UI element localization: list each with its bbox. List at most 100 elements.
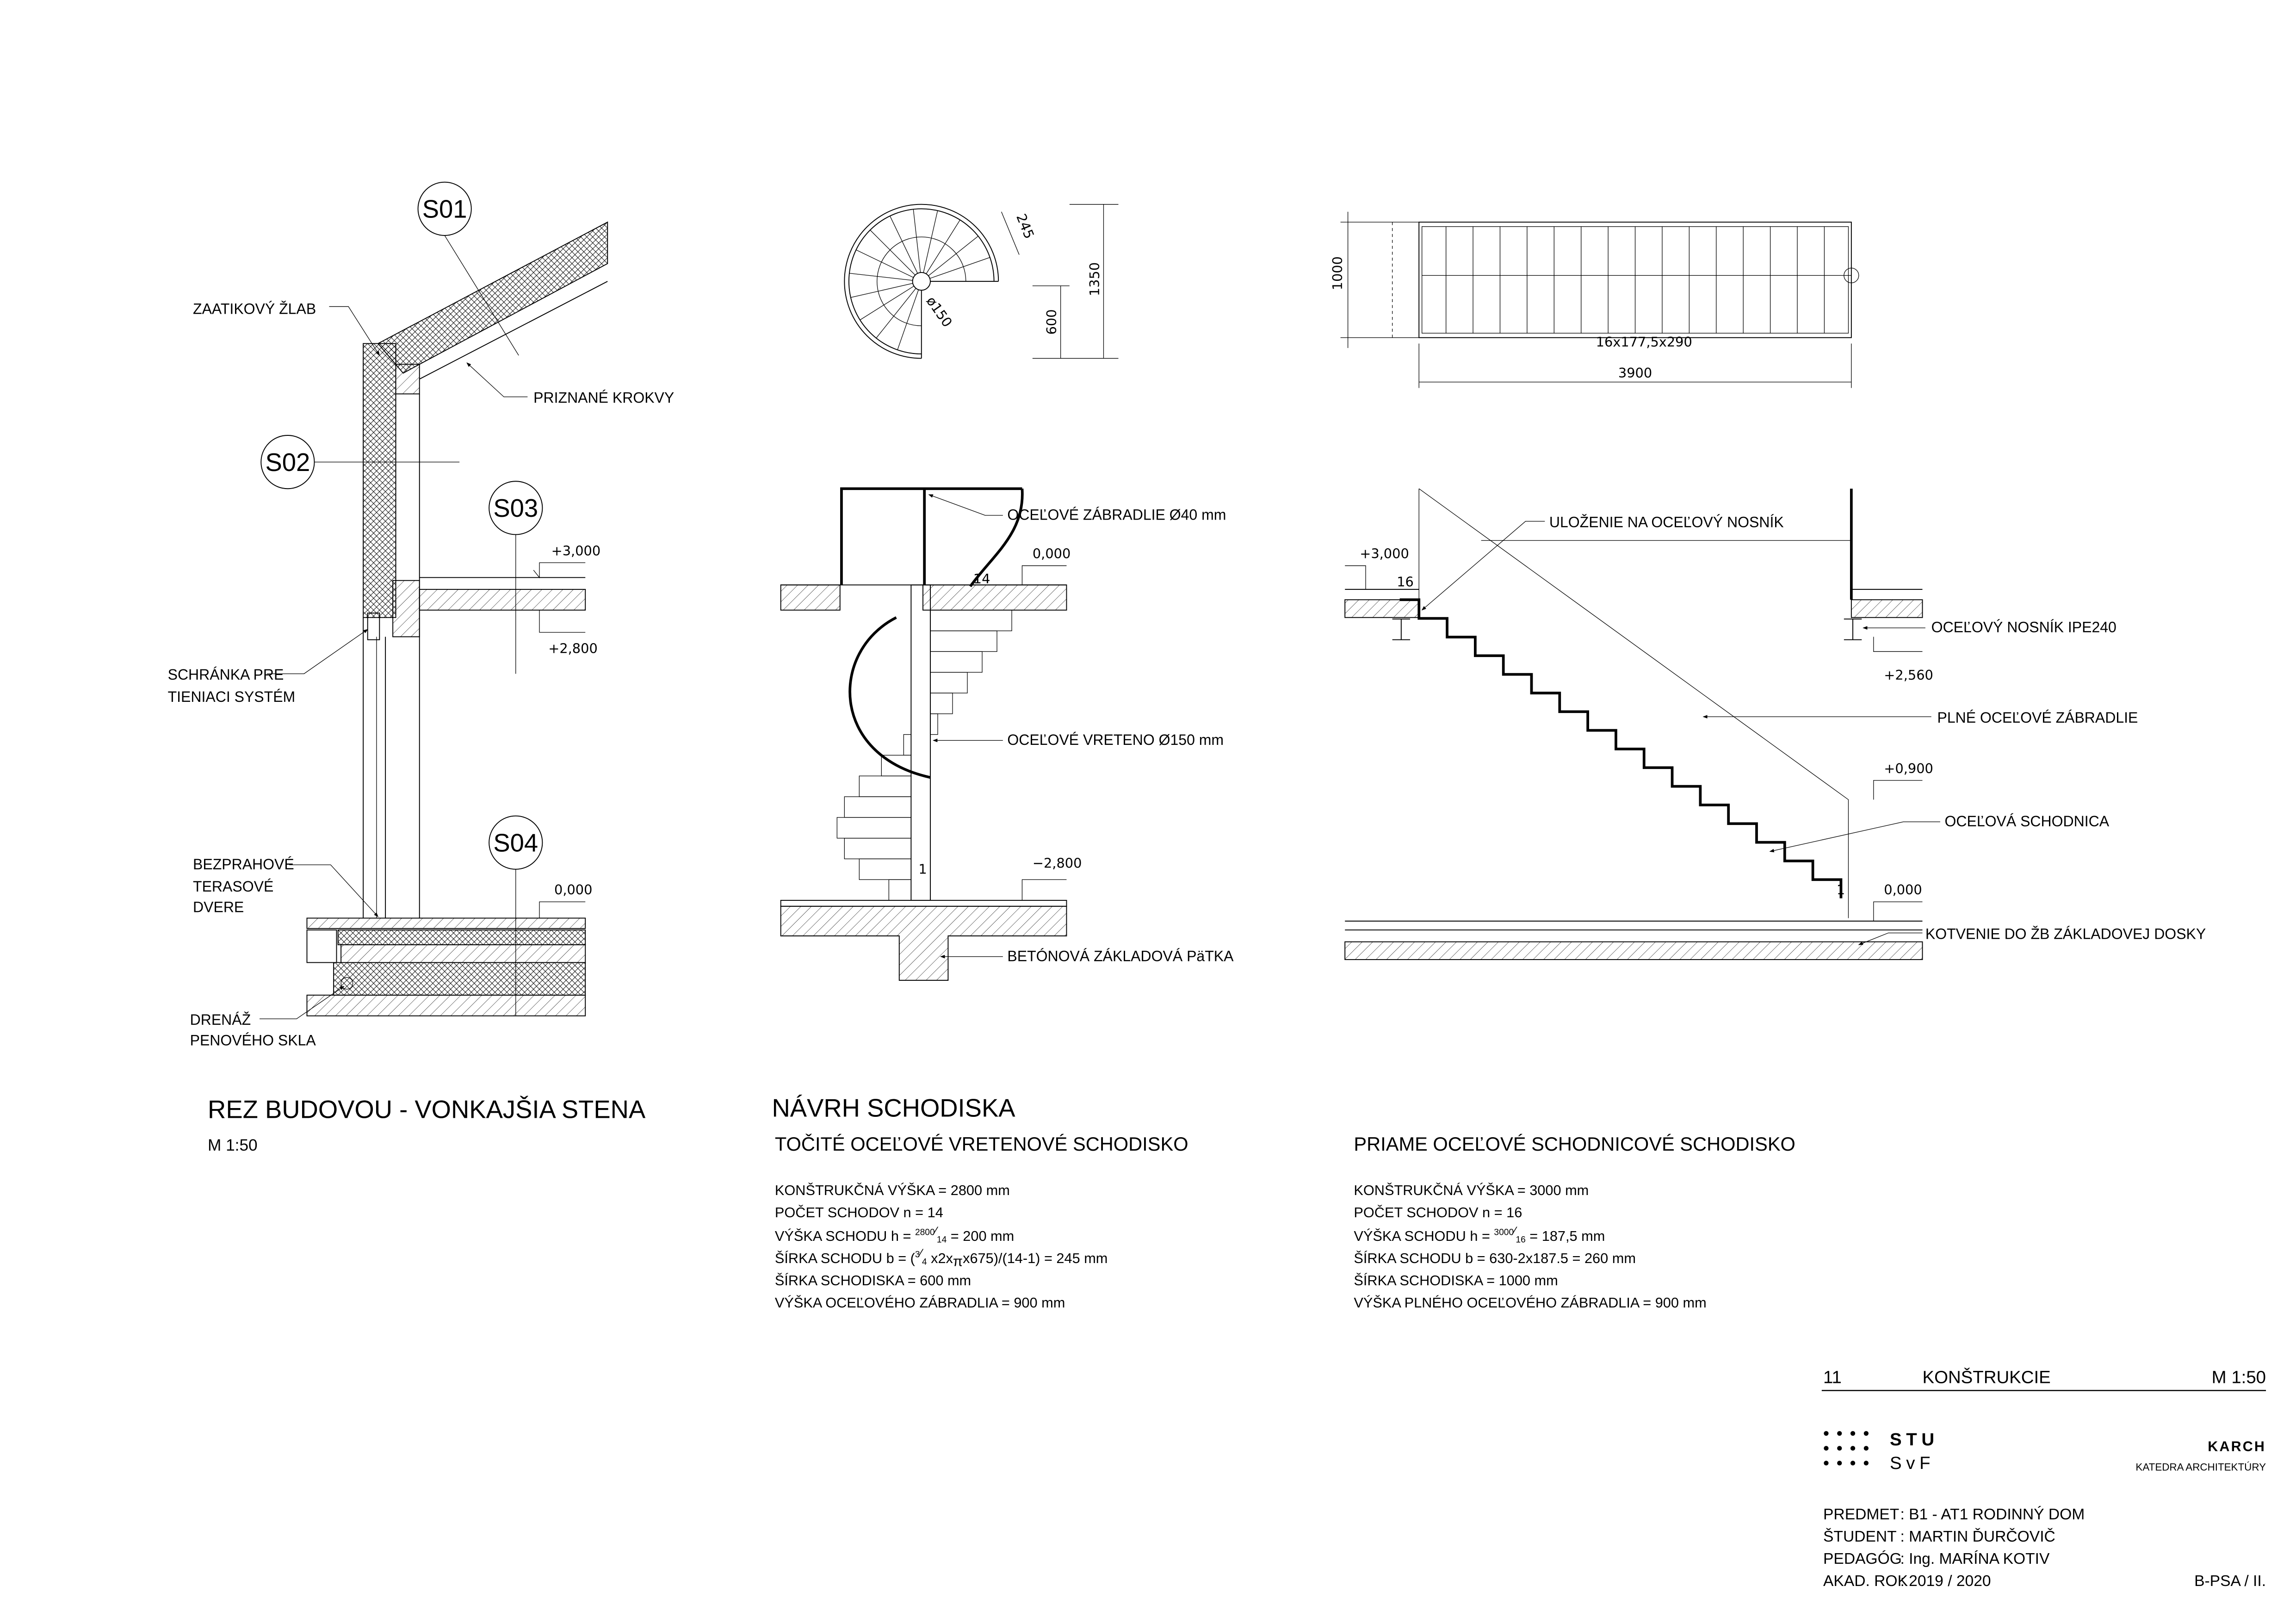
level-top: 0,000 xyxy=(1033,546,1071,562)
label-railing: OCEĽOVÉ ZÁBRADLIE Ø40 mm xyxy=(1007,506,1226,523)
floor-slab xyxy=(419,588,586,611)
info-label: PREDMET xyxy=(1823,1506,1899,1523)
label-footing: BETÓNOVÁ ZÁKLADOVÁ PäTKA xyxy=(1007,948,1234,964)
label-blind-box-2: TIENIACI SYSTÉM xyxy=(168,688,296,705)
tread-line xyxy=(913,209,921,273)
spiral-step xyxy=(844,796,912,818)
label-anchor: KOTVENIE DO ŽB ZÁKLADOVEJ DOSKY xyxy=(1925,925,2206,942)
straight-stair-specs: KONŠTRUKČNÁ VÝŠKA = 3000 mm POČET SCHODO… xyxy=(1354,1182,1706,1311)
department: KATEDRA ARCHITEKTÚRY xyxy=(2135,1461,2266,1473)
concrete-footing xyxy=(780,905,1067,981)
level-beam: +2,560 xyxy=(1884,667,1933,683)
spiral-step xyxy=(930,713,938,735)
logo-dot xyxy=(1850,1461,1856,1466)
logo-dot xyxy=(1837,1461,1842,1466)
wall-section: S01 S02 S03 S04 ZAATIKOVÝ ŽLAB PRIZNANÉ … xyxy=(168,181,674,1154)
spiral-stair-plan: 245 ø150 600 1350 xyxy=(844,204,1119,359)
tread-line xyxy=(876,288,916,339)
level-rail: +0,900 xyxy=(1884,761,1933,776)
logo-dot xyxy=(1863,1446,1869,1451)
tread-line xyxy=(928,235,978,276)
tread-line xyxy=(923,211,938,273)
straight-stair-title: PRIAME OCEĽOVÉ SCHODNICOVÉ SCHODISKO xyxy=(1354,1133,1795,1155)
tread-line xyxy=(929,257,990,279)
label-gutter: ZAATIKOVÝ ŽLAB xyxy=(193,301,316,317)
department-short: KARCH xyxy=(2208,1439,2266,1455)
svg-text:S03: S03 xyxy=(493,494,538,522)
steel-stringer xyxy=(1399,598,1843,898)
svg-text:ŠÍRKA SCHODU b = 630-2x187.5 =: ŠÍRKA SCHODU b = 630-2x187.5 = 260 mm xyxy=(1354,1250,1636,1266)
sheet-number: 11 xyxy=(1823,1367,1842,1387)
logo-stu: STU xyxy=(1890,1430,1939,1450)
spiral-step xyxy=(859,775,912,797)
logo-dot xyxy=(1850,1446,1856,1451)
dim-column: ø150 xyxy=(923,293,955,330)
blind-box xyxy=(367,613,380,640)
svg-text:S04: S04 xyxy=(493,829,538,857)
spiral-column xyxy=(910,584,931,901)
info-label: AKAD. ROK xyxy=(1823,1573,1908,1590)
wall-section-title: REZ BUDOVOU - VONKAJŠIA STENA xyxy=(208,1096,646,1124)
level-top: +3,000 xyxy=(1360,546,1409,562)
tread-line xyxy=(849,273,913,281)
info-value: : Ing. MARÍNA KOTIV xyxy=(1900,1550,2050,1567)
logo-dot xyxy=(1824,1461,1829,1466)
dim-total: 1350 xyxy=(1087,262,1102,296)
spiral-step xyxy=(930,651,983,673)
spiral-stair-specs: KONŠTRUKČNÁ VÝŠKA = 2800 mm POČET SCHODO… xyxy=(775,1182,1108,1311)
logo-dot xyxy=(1824,1446,1829,1451)
svg-text:S02: S02 xyxy=(265,448,310,477)
bubble-s01: S01 xyxy=(417,181,472,236)
tread-line xyxy=(860,285,914,321)
spiral-step xyxy=(859,858,912,880)
label-blind-box-1: SCHRÁNKA PRE xyxy=(168,666,284,683)
project-code: B-PSA / II. xyxy=(2194,1573,2266,1590)
label-doors-3: DVERE xyxy=(193,899,244,916)
logo-dot xyxy=(1863,1431,1869,1436)
foam-glass-layer xyxy=(333,962,586,996)
label-doors-1: BEZPRAHOVÉ xyxy=(193,856,294,873)
logo-dot xyxy=(1837,1431,1842,1436)
logo-dot xyxy=(1863,1461,1869,1466)
svg-text:ŠÍRKA SCHODISKA = 1000 mm: ŠÍRKA SCHODISKA = 1000 mm xyxy=(1354,1272,1558,1288)
tread-line xyxy=(850,283,913,298)
dim-stair-width: 600 xyxy=(1044,309,1059,335)
svg-text:VÝŠKA OCEĽOVÉHO ZÁBRADLIA = 90: VÝŠKA OCEĽOVÉHO ZÁBRADLIA = 900 mm xyxy=(775,1295,1065,1311)
label-beam: OCEĽOVÝ NOSNÍK IPE240 xyxy=(1931,619,2117,636)
spiral-step xyxy=(930,672,968,694)
tread-line xyxy=(870,229,916,276)
info-label: ŠTUDENT xyxy=(1823,1528,1897,1545)
label-rafters: PRIZNANÉ KROKVY xyxy=(533,390,674,406)
stu-logo xyxy=(1824,1431,1869,1466)
straight-stair-section: 16 1 ULOŽENIE NA OCEĽOVÝ NOSNÍK OCEĽOVÝ … xyxy=(1344,488,2206,960)
level-ground: 0,000 xyxy=(1884,882,1922,898)
svg-text:ŠÍRKA SCHODISKA = 600 mm: ŠÍRKA SCHODISKA = 600 mm xyxy=(775,1272,971,1288)
spiral-column-plan xyxy=(912,272,931,291)
spiral-step xyxy=(844,837,912,860)
step-number-top: 14 xyxy=(973,571,990,587)
label-railing: PLNÉ OCEĽOVÉ ZÁBRADLIE xyxy=(1937,709,2138,726)
ipe-beam-left xyxy=(1392,618,1411,640)
bubble-s02: S02 xyxy=(260,435,315,489)
svg-text:S01: S01 xyxy=(422,195,467,223)
tread-line xyxy=(926,220,960,274)
label-drain-1: DRENÁŽ xyxy=(190,1011,251,1028)
tread-line xyxy=(856,249,914,278)
info-label: PEDAGÓG xyxy=(1823,1550,1902,1567)
logo-svf: SvF xyxy=(1890,1453,1935,1473)
dim-tread: 245 xyxy=(1013,211,1037,241)
info-value: : MARTIN ĎURČOVIČ xyxy=(1900,1528,2055,1545)
sheet-title: KONŠTRUKCIE xyxy=(1922,1367,2050,1387)
tread-line xyxy=(897,290,919,350)
svg-text:ŠÍRKA SCHODU b = (3⁄4 x2xπx675: ŠÍRKA SCHODU b = (3⁄4 x2xπx675)/(14-1) =… xyxy=(775,1247,1108,1269)
spiral-step xyxy=(930,610,1012,632)
label-drain-2: PENOVÉHO SKLA xyxy=(190,1032,316,1049)
logo-dot xyxy=(1850,1431,1856,1436)
spiral-step xyxy=(836,817,912,839)
svg-text:VÝŠKA PLNÉHO OCEĽOVÉHO ZÁBRADL: VÝŠKA PLNÉHO OCEĽOVÉHO ZÁBRADLIA = 900 m… xyxy=(1354,1295,1706,1311)
dim-plan-width: 1000 xyxy=(1330,256,1345,290)
spiral-step xyxy=(930,693,953,714)
roof-layers xyxy=(377,221,608,374)
label-stringer: OCEĽOVÁ SCHODNICA xyxy=(1944,813,2109,830)
